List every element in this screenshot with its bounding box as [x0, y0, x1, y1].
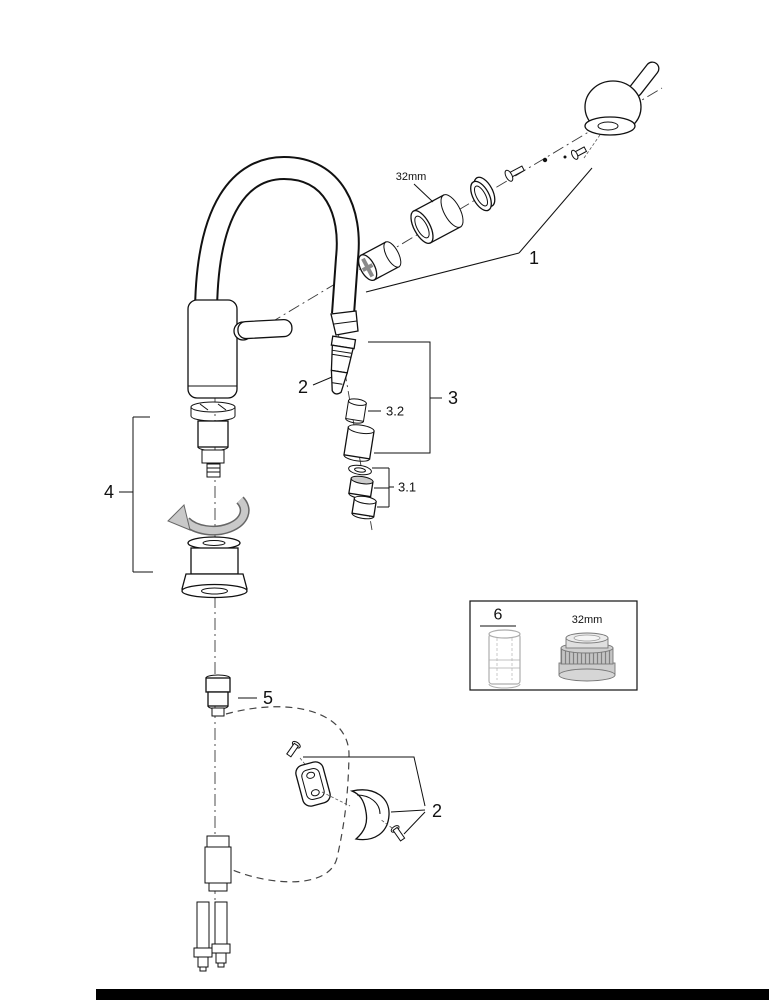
cartridge-tool-ghost: [488, 629, 521, 689]
screw-bit: [542, 157, 548, 163]
check-valve: [348, 475, 374, 500]
supply-hose-left: [193, 901, 213, 972]
handle-paddle: [237, 318, 293, 340]
rotation-arrow-icon: [167, 496, 250, 536]
small-screw: [570, 146, 588, 160]
callout-4-label: 4: [104, 482, 114, 502]
faucet-body: [187, 299, 238, 399]
base-stack: [167, 401, 250, 599]
escutcheon-ring: [190, 401, 236, 422]
callout-5-label: 5: [263, 688, 273, 708]
tool-size-label: 32mm: [572, 614, 603, 626]
wall-holder-group: [286, 740, 406, 842]
wall-plate: [295, 761, 331, 807]
hose-routing-dashed-loop: [225, 706, 350, 883]
faucet: [187, 155, 360, 399]
handle-screw: [504, 165, 525, 182]
holder-screw-bottom: [390, 825, 406, 842]
hoses: [193, 835, 232, 972]
part1-components: [357, 61, 660, 282]
service-tool-32mm: [558, 632, 616, 682]
part3-components: [343, 398, 377, 520]
holder-screw-top: [286, 740, 301, 758]
callouts: 1 32mm 2 3 3.2 3.1 4 5 2: [104, 167, 593, 835]
quick-connector: [205, 674, 231, 717]
valve-stem: [206, 463, 221, 478]
callout-2-holder-label: 2: [432, 801, 442, 821]
hose-socket: [343, 424, 375, 462]
tool-box: 6 32mm: [469, 600, 638, 691]
callout-3-label: 3: [448, 388, 458, 408]
spray-wand: [330, 335, 357, 395]
callout-1-label: 1: [529, 248, 539, 268]
cap-ring: [470, 176, 496, 212]
callout-6-label: 6: [494, 607, 503, 624]
adapter-sleeve: [201, 449, 225, 464]
washer: [348, 464, 372, 476]
cartridge: [357, 241, 402, 282]
mounting-nut: [181, 536, 248, 599]
callout-3-2-label: 3.2: [386, 404, 404, 419]
screw-dot: [563, 155, 567, 159]
flow-restrictor: [345, 398, 367, 424]
cartridge-size-label: 32mm: [396, 171, 427, 183]
callout-2-spray-label: 2: [298, 377, 308, 397]
knurled-ring: [351, 495, 377, 520]
footer-bar: [96, 989, 769, 1000]
supply-hose-right: [211, 901, 231, 968]
callout-3-1-label: 3.1: [398, 480, 416, 495]
spout-tube-inner: [196, 157, 358, 317]
braided-hose-end: [204, 835, 232, 892]
mousseur: [197, 420, 229, 451]
cartridge-nut-32mm: [410, 194, 464, 244]
handle-cap: [584, 61, 660, 136]
holder-clip: [349, 789, 390, 841]
